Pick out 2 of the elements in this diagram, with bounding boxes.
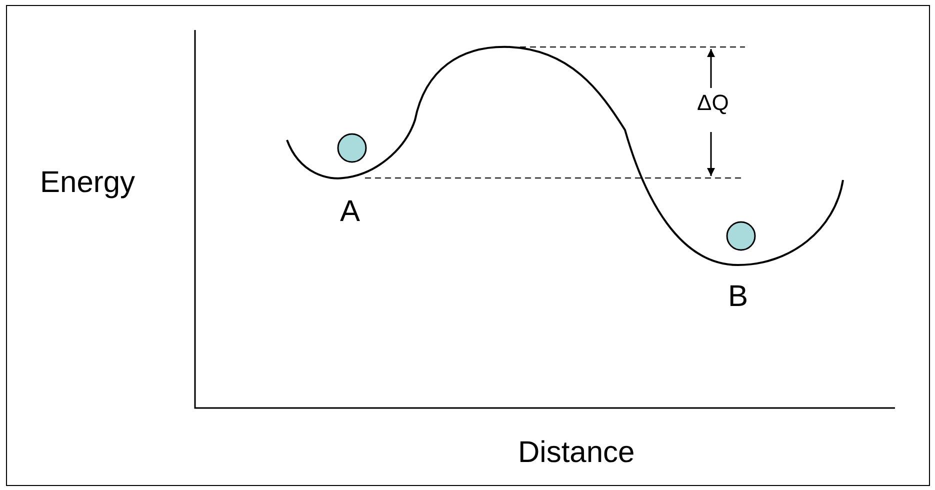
energy-difference-label: ΔQ — [697, 92, 729, 114]
axis-title: Energy — [40, 168, 136, 198]
